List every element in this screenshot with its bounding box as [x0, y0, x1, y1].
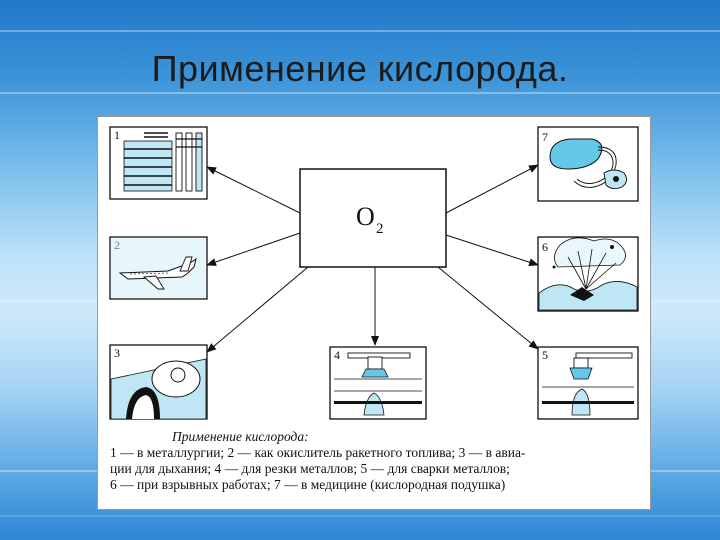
slide-title: Применение кислорода. — [151, 48, 569, 89]
arrow-to-box-3 — [206, 266, 309, 353]
arrows — [206, 164, 539, 353]
diagram-panel: O 2 1 — [97, 116, 651, 510]
arrow-to-box-7 — [445, 164, 539, 214]
caption-line-2: ции для дыхания; 4 — для резки металлов;… — [110, 461, 510, 476]
box-4-metal-cutting: 4 — [329, 346, 427, 420]
arrow-to-box-1 — [206, 166, 301, 214]
box-7-number: 7 — [542, 130, 548, 144]
box-6-number: 6 — [542, 240, 548, 254]
box-1-metallurgy: 1 — [109, 126, 208, 200]
box-7-oxygen-cushion: 7 — [537, 126, 639, 202]
arrow-to-box-2 — [206, 232, 301, 266]
box-4-number: 4 — [334, 348, 340, 362]
box-5-number: 5 — [542, 348, 548, 362]
center-oxygen-box: O 2 — [299, 168, 447, 268]
caption-line-1: 1 — в металлургии; 2 — как окислитель ра… — [110, 445, 526, 460]
arrow-to-box-6 — [445, 234, 539, 267]
caption-title: Применение кислорода: — [172, 429, 309, 444]
box-5-metal-welding: 5 — [537, 346, 639, 420]
oxygen-subscript: 2 — [376, 221, 384, 237]
box-3-number: 3 — [114, 346, 120, 360]
caption-line-3: 6 — при взрывных работах; 7 — в медицине… — [110, 477, 506, 492]
box-6-blasting: 6 — [537, 236, 639, 312]
oxygen-label: O — [356, 202, 375, 231]
box-2-aircraft: 2 — [109, 236, 208, 300]
box-3-pilot-cockpit: 3 — [109, 344, 208, 420]
box-1-number: 1 — [114, 128, 120, 142]
arrow-to-box-5 — [437, 266, 539, 350]
caption: Применение кислорода: 1 — в металлургии;… — [110, 429, 640, 493]
